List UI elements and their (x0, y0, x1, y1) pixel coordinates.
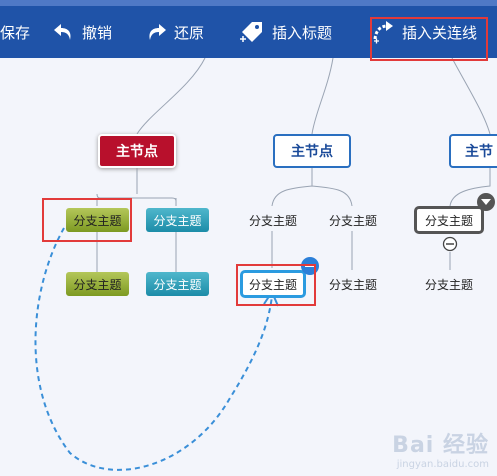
undo-label: 撤销 (82, 23, 113, 42)
branch-node-hovered[interactable]: 分支主题 (414, 206, 484, 234)
mindmap-canvas[interactable]: 主节点 主节点 主节 分支主题 分支主题 分支主题 分支主题 分支主题 分支主题… (0, 58, 497, 476)
highlight-box (370, 17, 488, 61)
collapse-icon[interactable] (442, 236, 458, 252)
insert-title-label: 插入标题 (272, 23, 333, 42)
branch-node[interactable]: 分支主题 (146, 208, 209, 232)
redo-icon (149, 24, 166, 40)
selected-branch-node[interactable]: 分支主题 (240, 270, 306, 298)
insert-link-label: 插入关连线 (402, 23, 478, 42)
main-node-2[interactable]: 主节点 (273, 134, 351, 168)
curved-arrow-icon (373, 21, 393, 44)
main-node-3[interactable]: 主节 (449, 134, 497, 168)
branch-node[interactable]: 分支主题 (66, 208, 129, 232)
highlight-box (42, 198, 132, 242)
watermark-url: jingyan.baidu.com (396, 459, 489, 470)
insert-link-button[interactable]: 插入关连线 (372, 6, 477, 58)
tag-icon (240, 22, 262, 42)
highlight-box (236, 264, 316, 306)
save-label: 保存 (0, 23, 31, 42)
branch-node[interactable]: 分支主题 (424, 277, 473, 292)
connector-lines (34, 58, 491, 471)
dropdown-icon[interactable] (476, 192, 496, 212)
main-node-1[interactable]: 主节点 (98, 134, 176, 168)
branch-node[interactable]: 分支主题 (328, 277, 377, 292)
watermark-brand: Bai 经验 (392, 433, 489, 458)
insert-title-button[interactable]: 插入标题 (238, 6, 332, 58)
redo-button[interactable]: 还原 (144, 6, 204, 58)
toolbar: 保存 撤销 还原 插入标题 插入关连线 (0, 0, 497, 58)
branch-node[interactable]: 分支主题 (328, 213, 377, 228)
branch-node[interactable]: 分支主题 (66, 272, 129, 296)
watermark: Bai 经验 jingyan.baidu.com (392, 427, 489, 470)
branch-node[interactable]: 分支主题 (248, 213, 297, 228)
save-button[interactable]: 保存 (0, 6, 30, 58)
branch-node[interactable]: 分支主题 (146, 272, 209, 296)
redo-label: 还原 (174, 23, 205, 42)
undo-icon (54, 24, 71, 40)
undo-button[interactable]: 撤销 (52, 6, 112, 58)
